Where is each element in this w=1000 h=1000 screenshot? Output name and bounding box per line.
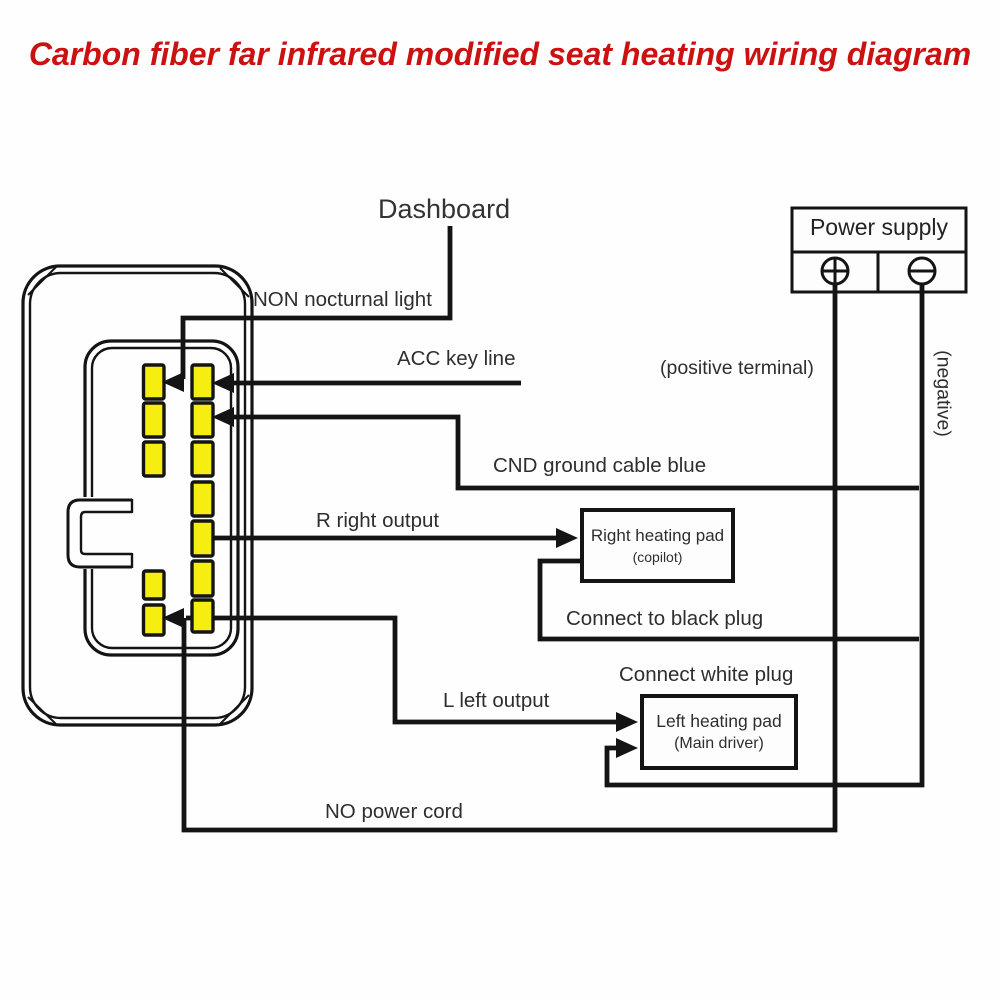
pin-right-7 bbox=[190, 598, 215, 634]
wire-cnd-ground bbox=[232, 414, 919, 491]
arrow-into-pin-l5 bbox=[162, 608, 184, 628]
label-positive-terminal: (positive terminal) bbox=[660, 357, 814, 379]
arrow-into-pin-l1 bbox=[162, 372, 184, 392]
wire-positive-no-power-cord bbox=[181, 284, 838, 833]
label-no-power-cord: NO power cord bbox=[325, 800, 463, 823]
corner-mark-tl bbox=[27, 266, 57, 296]
left-heating-pad-label: Left heating pad bbox=[656, 711, 782, 731]
right-heating-pad-sublabel: (copilot) bbox=[632, 549, 683, 565]
connector-shell bbox=[21, 264, 254, 727]
label-connect-black-plug: Connect to black plug bbox=[566, 607, 764, 630]
corner-mark-tr bbox=[219, 267, 250, 298]
pin-left-1 bbox=[141, 363, 166, 401]
label-negative: (negative) bbox=[932, 350, 955, 437]
pin-right-1 bbox=[190, 363, 215, 401]
corner-mark-br bbox=[219, 694, 250, 725]
wires bbox=[180, 226, 925, 833]
connector-pins bbox=[141, 363, 215, 637]
label-connect-white-plug: Connect white plug bbox=[619, 663, 794, 686]
label-cnd-ground: CND ground cable blue bbox=[493, 454, 707, 477]
label-acc-key-line: ACC key line bbox=[397, 347, 516, 370]
label-r-right-output: R right output bbox=[316, 509, 440, 532]
wire-dashboard-non-light bbox=[180, 226, 453, 379]
arrow-into-left-pad-top bbox=[616, 712, 638, 732]
label-l-left-output: L left output bbox=[443, 689, 550, 712]
pin-right-6 bbox=[190, 559, 215, 598]
arrow-heads bbox=[162, 372, 638, 758]
notch-mask bbox=[60, 497, 133, 569]
arrow-into-pin-r2 bbox=[212, 407, 234, 427]
arrow-into-right-pad bbox=[556, 528, 578, 548]
pin-left-4 bbox=[141, 569, 166, 601]
key-notch-outer bbox=[66, 498, 132, 569]
wire-connect-black-plug bbox=[537, 558, 919, 642]
power-supply-box bbox=[790, 206, 968, 294]
wire-l-left-output bbox=[186, 615, 620, 725]
arrow-into-left-pad-bottom bbox=[616, 738, 638, 758]
right-heating-pad-box: Right heating pad (copilot) bbox=[580, 508, 735, 583]
label-non-nocturnal-light: NON nocturnal light bbox=[253, 288, 432, 311]
pin-right-3 bbox=[190, 440, 215, 478]
label-dashboard: Dashboard bbox=[378, 194, 511, 224]
connector-outer-inner-line bbox=[28, 271, 247, 720]
connector-outer-outline bbox=[21, 264, 254, 727]
right-heating-pad-label: Right heating pad bbox=[590, 526, 725, 545]
pin-right-2 bbox=[190, 401, 215, 439]
pin-left-3 bbox=[141, 440, 166, 478]
key-notch-inner bbox=[79, 510, 132, 556]
page-title: Carbon fiber far infrared modified seat … bbox=[28, 36, 972, 72]
left-heating-pad-sublabel: (Main driver) bbox=[674, 735, 764, 752]
pin-left-5 bbox=[141, 603, 166, 637]
power-supply-title: Power supply bbox=[809, 214, 949, 240]
plus-terminal-icon bbox=[820, 256, 850, 286]
pin-left-2 bbox=[141, 401, 166, 439]
wire-negative bbox=[604, 284, 925, 788]
arrow-into-pin-r1 bbox=[212, 373, 234, 393]
left-heating-pad-box: Left heating pad (Main driver) bbox=[640, 694, 798, 770]
pin-right-5 bbox=[190, 519, 215, 558]
corner-mark-bl bbox=[27, 696, 57, 725]
pin-right-4 bbox=[190, 480, 215, 518]
